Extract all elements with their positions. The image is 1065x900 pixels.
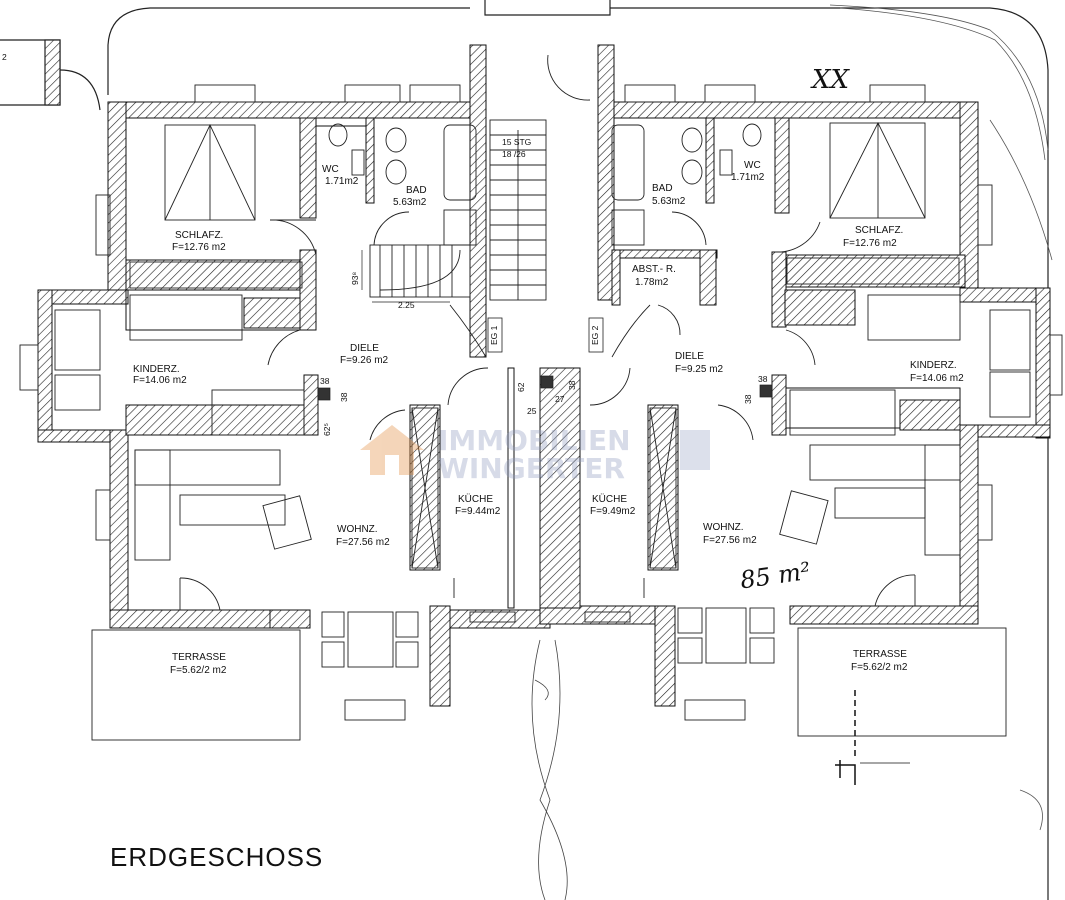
dim-25: 25 [527,406,537,416]
room-label-schlafz-right: SCHLAFZ. [855,225,903,236]
dim-27: 27 [555,394,565,404]
room-label-diele-left: DIELE [350,343,379,354]
dim-2: 2 [2,52,7,62]
room-label-wohnz-left: WOHNZ. [337,524,378,535]
door-swings [179,54,916,611]
door-tag-eg1: EG 1 [489,325,499,345]
floor-title: ERDGESCHOSS [110,842,323,872]
room-area-diele-left: F=9.26 m2 [340,355,389,366]
room-label-kinderz-right: KINDERZ. [910,360,957,371]
watermark-line2: WINGERTER [438,452,625,485]
room-label-schlafz-left: SCHLAFZ. [175,230,223,241]
outer-walls [37,44,1051,707]
door-tag-eg2: EG 2 [590,325,600,345]
room-label-abst-right: ABST.- R. [632,264,676,275]
walkway-sketch [531,639,568,900]
stair-steps-top: 15 STG [502,137,531,147]
room-area-wohnz-left: F=27.56 m2 [336,537,390,548]
room-area-schlafz-left: F=12.76 m2 [172,242,226,253]
room-label-kueche-left: KÜCHE [458,493,493,505]
dim-62: 62 [516,382,526,392]
section-marker [835,690,910,785]
room-area-wc-right: 1.71m2 [731,172,765,183]
stair-steps-bottom: 18 /26 [502,149,526,159]
room-area-kinderz-left: F=14.06 m2 [133,375,187,386]
room-label-bad-right: BAD [652,183,673,194]
room-label-kinderz-left: KINDERZ. [133,364,180,375]
furniture [19,84,1063,741]
room-area-kinderz-right: F=14.06 m2 [910,373,964,384]
room-area-diele-right: F=9.25 m2 [675,364,724,375]
room-area-wohnz-right: F=27.56 m2 [703,535,757,546]
room-area-wc-left: 1.71m2 [325,176,359,187]
watermark: IMMOBILIEN WINGERTER [360,424,710,485]
staircase [369,119,547,301]
watermark-line1: IMMOBILIEN [438,424,631,457]
handwritten-marks: XX [810,65,851,95]
room-label-wc-left: WC [322,164,339,175]
room-label-wohnz-right: WOHNZ. [703,522,744,533]
room-label-diele-right: DIELE [675,351,704,362]
room-area-bad-right: 5.63m2 [652,196,686,207]
room-area-bad-left: 5.63m2 [393,197,427,208]
room-label-bad-left: BAD [406,185,427,196]
room-area-schlafz-right: F=12.76 m2 [843,238,897,249]
room-area-abst-right: 1.78m2 [635,277,669,288]
dim-38d: 38 [758,374,768,384]
dim-38a: 38 [320,376,330,386]
room-area-kueche-right: F=9.49m2 [590,506,636,517]
room-label-wc-right: WC [744,160,761,171]
dim-38b: 38 [339,392,349,402]
room-label-kueche-right: KÜCHE [592,493,627,505]
dim-38e: 38 [743,394,753,404]
room-label-terrasse-right: TERRASSE [853,649,907,660]
dim-38c: 38 [567,380,577,390]
room-area-terrasse-right: F=5.62/2 m2 [851,662,908,673]
interior-walls [125,117,966,609]
room-area-terrasse-left: F=5.62/2 m2 [170,665,227,676]
dim-938: 93⁸ [350,272,360,285]
room-label-terrasse-left: TERRASSE [172,652,226,663]
dim-225: 2.25 [398,300,415,310]
dimension-lines [317,250,773,401]
handwritten-area: 85 m² [738,557,812,595]
dim-625: 62⁵ [322,423,332,436]
scribble-marks [829,4,1053,831]
room-area-kueche-left: F=9.44m2 [455,506,501,517]
